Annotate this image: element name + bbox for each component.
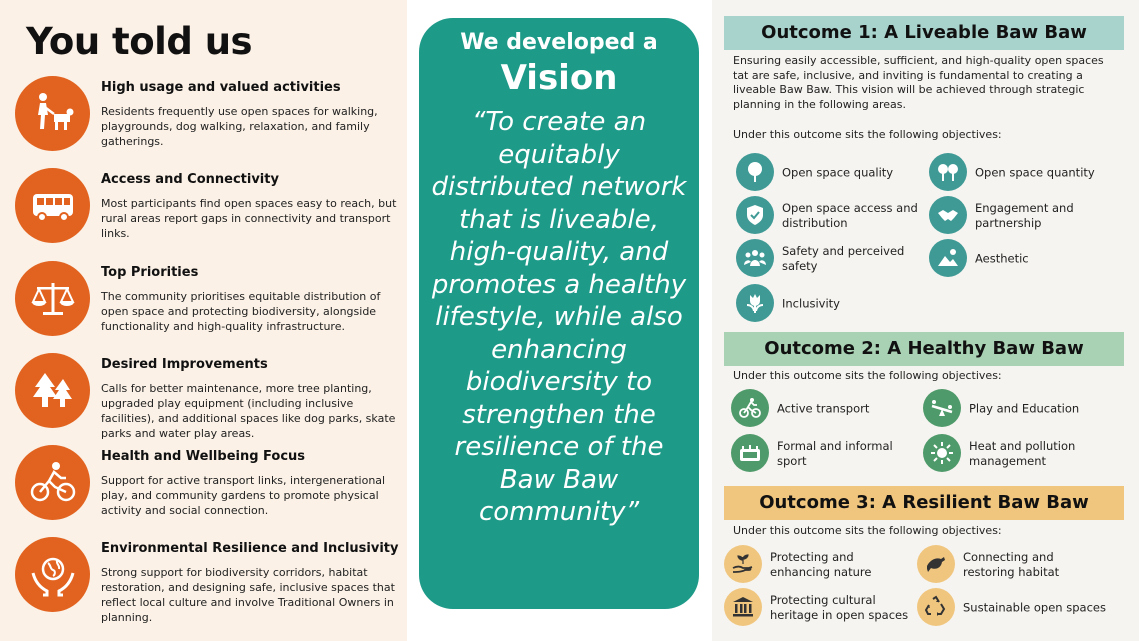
objective-item: Play and Education <box>923 389 1113 429</box>
bus-icon <box>15 168 90 243</box>
outcome-3-header: Outcome 3: A Resilient Baw Baw <box>724 486 1124 520</box>
outcome-1-header: Outcome 1: A Liveable Baw Baw <box>724 16 1124 50</box>
shield-check-icon <box>736 196 774 234</box>
people-group-icon <box>736 239 774 277</box>
item-desc: The community prioritises equitable dist… <box>101 290 381 333</box>
item-desc: Calls for better maintenance, more tree … <box>101 382 396 440</box>
recycle-icon <box>917 588 955 626</box>
item-title: Top Priorities <box>101 265 199 280</box>
scales-icon <box>15 261 90 336</box>
objective-item: Open space access and distribution <box>736 196 926 236</box>
feedback-item: Top Priorities The community prioritises… <box>15 261 400 351</box>
vision-title: Vision <box>500 58 618 98</box>
objective-item: Protecting and enhancing nature <box>724 545 914 585</box>
objective-label: Connecting and restoring habitat <box>963 550 1060 579</box>
item-title: Access and Connectivity <box>101 172 279 187</box>
objective-label: Protecting cultural heritage in open spa… <box>770 593 909 622</box>
item-desc: Residents frequently use open spaces for… <box>101 105 378 148</box>
item-title: Desired Improvements <box>101 357 268 372</box>
objective-item: Active transport <box>731 389 921 429</box>
objective-item: Connecting and restoring habitat <box>917 545 1107 585</box>
objective-label: Play and Education <box>969 401 1080 416</box>
landscape-icon <box>929 239 967 277</box>
sun-icon <box>923 434 961 472</box>
objective-label: Engagement and partnership <box>975 201 1074 230</box>
objective-label: Heat and pollution management <box>969 439 1076 468</box>
stadium-icon <box>731 434 769 472</box>
cyclist-icon <box>15 445 90 520</box>
feedback-item: Health and Wellbeing Focus Support for a… <box>15 445 400 535</box>
objective-item: Heat and pollution management <box>923 434 1113 474</box>
objective-item: Inclusivity <box>736 284 926 324</box>
trees-icon <box>929 153 967 191</box>
outcome-2-objectives-label: Under this outcome sits the following ob… <box>733 369 1002 382</box>
museum-icon <box>724 588 762 626</box>
feedback-item: High usage and valued activities Residen… <box>15 76 400 166</box>
objective-item: Engagement and partnership <box>929 196 1119 236</box>
bird-icon <box>917 545 955 583</box>
hand-plant-icon <box>724 545 762 583</box>
outcome-2-header: Outcome 2: A Healthy Baw Baw <box>724 332 1124 366</box>
item-desc: Most participants find open spaces easy … <box>101 197 397 240</box>
objective-label: Aesthetic <box>975 251 1029 266</box>
objective-item: Open space quality <box>736 153 926 193</box>
vision-subtitle: We developed a <box>460 30 658 55</box>
outcome-1-objectives-label: Under this outcome sits the following ob… <box>733 128 1002 141</box>
outcome-1-intro: Ensuring easily accessible, sufficient, … <box>733 54 1104 111</box>
objective-label: Open space access and distribution <box>782 201 918 230</box>
you-told-us-panel: You told us High usage and valued activi… <box>0 0 407 641</box>
panel-title: You told us <box>26 20 253 63</box>
objective-label: Protecting and enhancing nature <box>770 550 872 579</box>
cyclist-icon <box>731 389 769 427</box>
tree-icon <box>736 153 774 191</box>
feedback-item: Environmental Resilience and Inclusivity… <box>15 537 400 627</box>
handshake-icon <box>929 196 967 234</box>
objective-label: Inclusivity <box>782 296 840 311</box>
item-desc: Support for active transport links, inte… <box>101 474 386 517</box>
objective-item: Safety and perceived safety <box>736 239 926 279</box>
item-desc: Strong support for biodiversity corridor… <box>101 566 395 624</box>
objective-item: Protecting cultural heritage in open spa… <box>724 588 914 628</box>
objective-label: Open space quantity <box>975 165 1095 180</box>
objective-item: Sustainable open spaces <box>917 588 1107 628</box>
objective-label: Formal and informal sport <box>777 439 893 468</box>
person-walking-dog-icon <box>15 76 90 151</box>
objective-label: Safety and perceived safety <box>782 244 905 273</box>
hands-globe-icon <box>15 537 90 612</box>
objective-item: Aesthetic <box>929 239 1119 279</box>
item-title: High usage and valued activities <box>101 80 341 95</box>
vision-statement: “To create an equitably distributed netw… <box>431 107 687 527</box>
objective-item: Formal and informal sport <box>731 434 921 474</box>
item-title: Environmental Resilience and Inclusivity <box>101 541 399 556</box>
outcome-3-objectives-label: Under this outcome sits the following ob… <box>733 524 1002 537</box>
feedback-item: Desired Improvements Calls for better ma… <box>15 353 400 443</box>
seesaw-icon <box>923 389 961 427</box>
item-title: Health and Wellbeing Focus <box>101 449 306 464</box>
outcomes-panel: Outcome 1: A Liveable Baw Baw Ensuring e… <box>712 0 1139 641</box>
objective-label: Open space quality <box>782 165 894 180</box>
feedback-item: Access and Connectivity Most participant… <box>15 168 400 258</box>
objective-label: Sustainable open spaces <box>963 600 1106 615</box>
objective-item: Open space quantity <box>929 153 1119 193</box>
trees-icon <box>15 353 90 428</box>
vision-panel: We developed a Vision “To create an equi… <box>419 18 699 609</box>
tulip-icon <box>736 284 774 322</box>
objective-label: Active transport <box>777 401 870 416</box>
